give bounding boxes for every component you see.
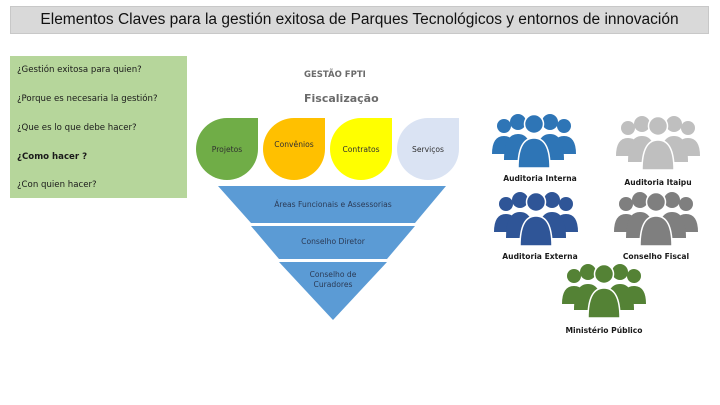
people-group-icon: [492, 113, 576, 169]
group-label: Auditoria Interna: [503, 174, 577, 183]
leaf-contratos: Contratos: [330, 118, 392, 180]
question-item: ¿Como hacer ?: [17, 152, 88, 162]
diagram-subtitle: Fiscalização: [304, 92, 379, 105]
leaf-servicos: Serviços: [397, 118, 459, 180]
funnel-label-line: Curadores: [313, 280, 353, 289]
funnel-label-line: Conselho de: [309, 270, 357, 279]
leaf-label: Serviços: [412, 144, 444, 154]
question-box: ¿Gestión exitosa para quien? ¿Porque es …: [10, 56, 187, 198]
question-item: ¿Con quien hacer?: [17, 180, 97, 190]
question-item: ¿Porque es necesaria la gestión?: [17, 94, 158, 104]
leaf-label: Contratos: [342, 144, 380, 154]
group-label: Conselho Fiscal: [622, 252, 690, 261]
slide-title: Elementos Claves para la gestión exitosa…: [10, 6, 709, 34]
funnel-label-areas: Áreas Funcionais e Assessorias: [274, 200, 392, 209]
question-item: ¿Gestión exitosa para quien?: [17, 65, 142, 75]
funnel-level-conselho-diretor: [251, 226, 415, 259]
group-label: Ministério Público: [565, 326, 643, 335]
diagram-title: GESTÃO FPTI: [304, 70, 366, 80]
group-label: Auditoria Externa: [502, 252, 578, 261]
leaf-label: Convênios: [274, 140, 314, 149]
people-group-icon: [616, 115, 700, 171]
slide-title-text: Elementos Claves para la gestión exitosa…: [40, 11, 679, 28]
leaf-label: Projetos: [211, 144, 243, 154]
people-group-icon: [494, 191, 578, 247]
people-group-icon: [614, 191, 698, 247]
leaf-projetos: Projetos: [196, 118, 258, 180]
people-group-icon: [562, 263, 646, 319]
funnel-level-curadores: [279, 262, 387, 320]
funnel-level-areas: [218, 186, 446, 223]
leaf-convenios: Convênios: [263, 118, 325, 180]
question-item: ¿Que es lo que debe hacer?: [17, 123, 137, 133]
funnel-label-curadores: Conselho de Curadores: [290, 270, 376, 290]
funnel-label-conselho-diretor: Conselho Diretor: [301, 237, 365, 246]
group-label: Auditoria Itaipu: [624, 178, 692, 187]
